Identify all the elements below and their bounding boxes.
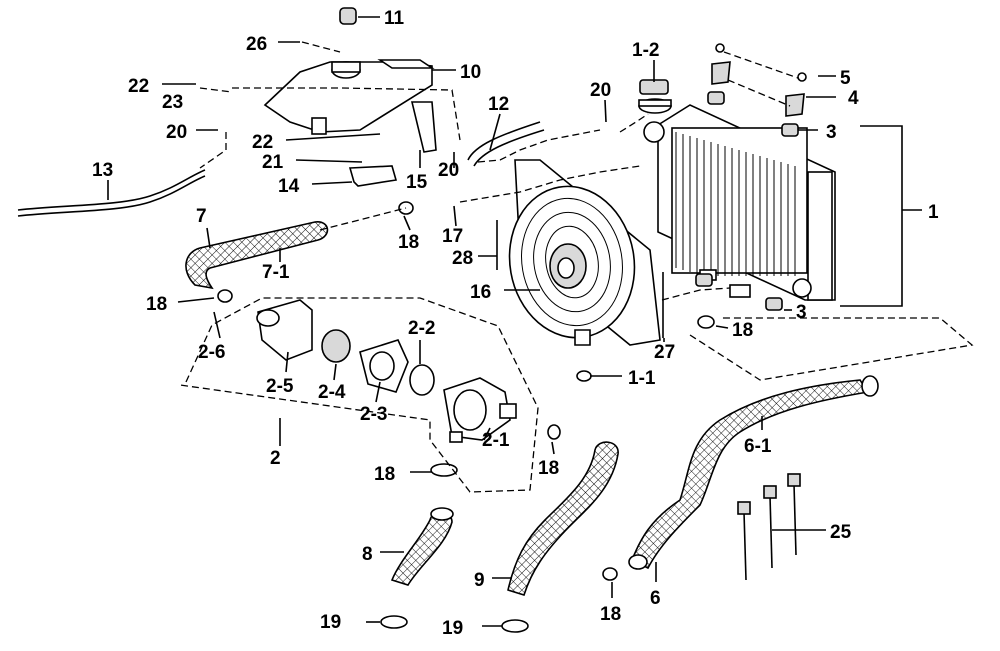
label-18-a: 18 bbox=[398, 232, 419, 253]
leader-lines bbox=[107, 16, 922, 627]
reservoir-tank bbox=[263, 59, 437, 153]
thermostat-housing bbox=[256, 299, 517, 443]
label-20-left: 20 bbox=[166, 122, 187, 143]
radiator-mounts bbox=[695, 43, 807, 311]
label-20-right: 20 bbox=[590, 80, 611, 101]
label-19-a: 19 bbox=[320, 612, 341, 633]
label-6: 6 bbox=[650, 588, 661, 609]
tank-hose bbox=[467, 121, 541, 161]
label-12: 12 bbox=[488, 94, 509, 115]
label-2-3: 2-3 bbox=[360, 404, 387, 425]
label-5: 5 bbox=[840, 68, 851, 89]
label-21: 21 bbox=[262, 152, 284, 173]
label-28: 28 bbox=[452, 248, 473, 269]
label-1-2: 1-2 bbox=[632, 40, 659, 61]
label-18-b: 18 bbox=[146, 294, 167, 315]
label-3-top: 3 bbox=[826, 122, 837, 143]
label-18-d: 18 bbox=[374, 464, 395, 485]
label-2: 2 bbox=[270, 448, 281, 469]
label-8: 8 bbox=[362, 544, 373, 565]
label-25: 25 bbox=[830, 522, 852, 543]
radiator-cap bbox=[638, 79, 672, 114]
dashed-leaders bbox=[179, 41, 974, 493]
label-13: 13 bbox=[92, 160, 113, 181]
label-23: 23 bbox=[162, 92, 183, 113]
label-3-bottom: 3 bbox=[796, 302, 807, 323]
label-2-6: 2-6 bbox=[198, 342, 225, 363]
tank-cap bbox=[339, 7, 357, 25]
label-20-mid: 20 bbox=[438, 160, 459, 181]
label-6-1: 6-1 bbox=[744, 436, 772, 457]
outlet-hose bbox=[507, 441, 619, 597]
label-19-b: 19 bbox=[442, 618, 463, 639]
label-11: 11 bbox=[384, 8, 405, 29]
part-labels: 11 26 10 22 23 20 22 21 14 15 20 12 20 1… bbox=[92, 8, 939, 639]
tank-bracket bbox=[348, 165, 398, 187]
label-26: 26 bbox=[246, 34, 267, 55]
label-2-5: 2-5 bbox=[266, 376, 294, 397]
cooling-fan bbox=[508, 159, 661, 382]
label-15: 15 bbox=[406, 172, 428, 193]
label-22-top: 22 bbox=[128, 76, 149, 97]
label-1-1: 1-1 bbox=[628, 368, 656, 389]
radiator bbox=[643, 104, 836, 301]
label-14: 14 bbox=[278, 176, 300, 197]
label-18-f: 18 bbox=[600, 604, 621, 625]
label-16: 16 bbox=[470, 282, 491, 303]
label-2-1: 2-1 bbox=[482, 430, 510, 451]
label-7-1: 7-1 bbox=[262, 262, 290, 283]
label-27: 27 bbox=[654, 342, 675, 363]
hose-clamps bbox=[217, 201, 715, 633]
label-9: 9 bbox=[474, 570, 485, 591]
label-18-e: 18 bbox=[538, 458, 559, 479]
upper-hose bbox=[185, 221, 329, 290]
label-18-c: 18 bbox=[732, 320, 753, 341]
label-1: 1 bbox=[928, 202, 939, 223]
overflow-tube bbox=[17, 169, 206, 211]
bypass-hose bbox=[390, 511, 453, 586]
label-10: 10 bbox=[460, 62, 481, 83]
label-4: 4 bbox=[848, 88, 859, 109]
label-7: 7 bbox=[196, 206, 207, 227]
cable-ties bbox=[737, 473, 801, 581]
label-22-bottom: 22 bbox=[252, 132, 273, 153]
rubber-strips bbox=[496, 220, 664, 338]
label-17: 17 bbox=[442, 226, 463, 247]
label-2-4: 2-4 bbox=[318, 382, 346, 403]
label-2-2: 2-2 bbox=[408, 318, 435, 339]
